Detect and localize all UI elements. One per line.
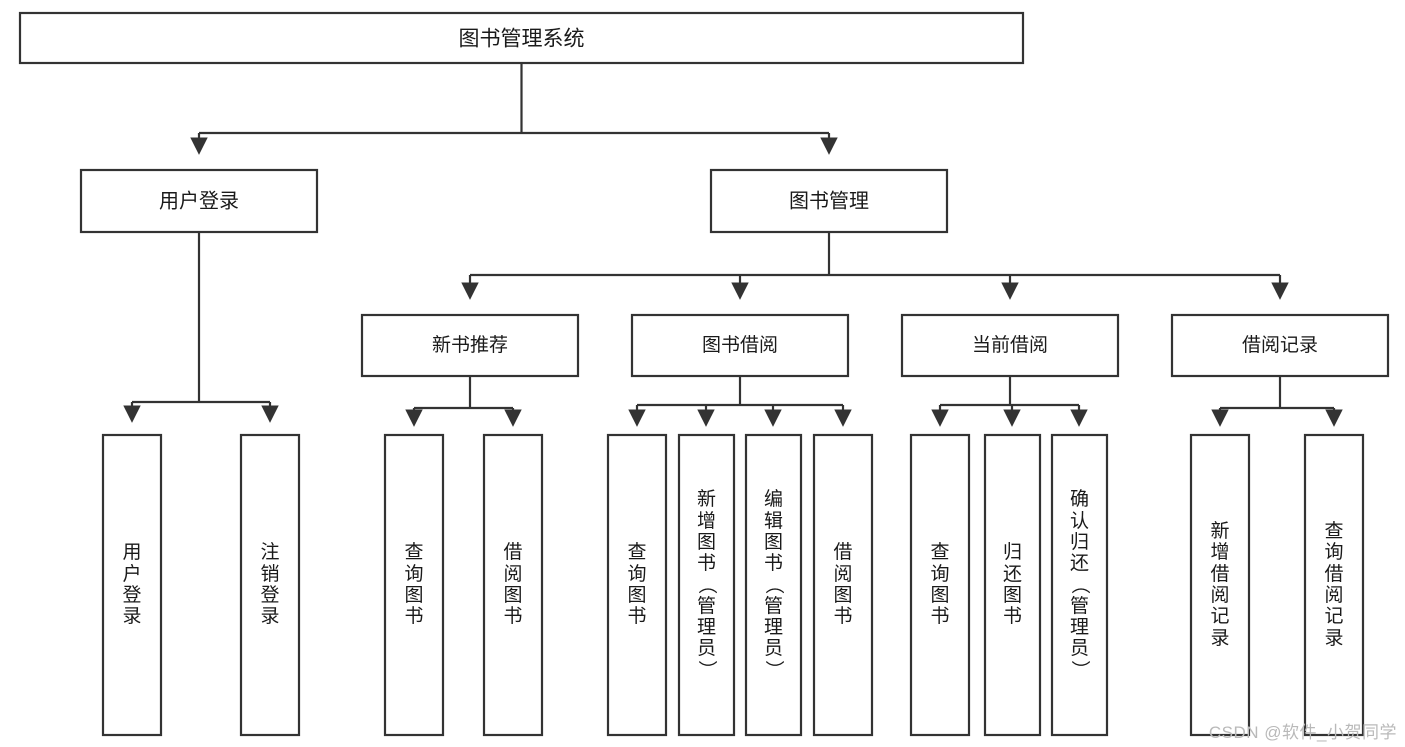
node-user-login-label: 用户登录: [159, 189, 239, 212]
leaf-box-borrow-book[interactable]: [812, 433, 874, 737]
node-book-borrow-label: 图书借阅: [702, 334, 778, 356]
leaf-box-user-login[interactable]: [101, 433, 163, 737]
node-borrow-records-label: 借阅记录: [1242, 334, 1318, 356]
connector-borrow-records-to-leaves: [1211, 376, 1343, 427]
node-current-borrow[interactable]: 当前借阅: [900, 313, 1120, 378]
leaf-box-return-book[interactable]: [983, 433, 1042, 737]
node-user-login[interactable]: 用户登录: [79, 168, 319, 234]
node-current-borrow-label: 当前借阅: [972, 334, 1048, 356]
connector-root-to-level2: [190, 63, 838, 155]
node-new-book-recommend[interactable]: 新书推荐: [360, 313, 580, 378]
node-root-label: 图书管理系统: [459, 28, 585, 51]
node-book-management-label: 图书管理: [789, 189, 869, 212]
node-root[interactable]: 图书管理系统: [18, 11, 1025, 65]
node-borrow-records[interactable]: 借阅记录: [1170, 313, 1390, 378]
connector-new-book-recommend-to-leaves: [405, 376, 522, 427]
watermark: CSDN @软件_小贺同学: [1208, 723, 1397, 742]
leaf-box-search-borrow-record[interactable]: [1303, 433, 1365, 737]
node-book-management[interactable]: 图书管理: [709, 168, 949, 234]
connector-book-borrow-to-leaves: [628, 376, 852, 427]
leaf-box-confirm-return-admin[interactable]: [1050, 433, 1109, 737]
leaf-box-search-book-borrow[interactable]: [606, 433, 668, 737]
leaf-box-logout[interactable]: [239, 433, 301, 737]
leaf-box-borrow-book-recommend[interactable]: [482, 433, 544, 737]
connector-current-borrow-to-leaves: [931, 376, 1088, 427]
leaf-box-search-book-current[interactable]: [909, 433, 971, 737]
leaf-box-add-book-admin[interactable]: [677, 433, 736, 737]
leaf-box-add-borrow-record[interactable]: [1189, 433, 1251, 737]
leaf-box-search-book-recommend[interactable]: [383, 433, 445, 737]
leaf-box-edit-book-admin[interactable]: [744, 433, 803, 737]
node-book-borrow[interactable]: 图书借阅: [630, 313, 850, 378]
connector-user-login-to-leaves: [123, 232, 279, 423]
node-new-book-recommend-label: 新书推荐: [432, 334, 508, 356]
connector-book-management-to-level3: [461, 232, 1289, 300]
